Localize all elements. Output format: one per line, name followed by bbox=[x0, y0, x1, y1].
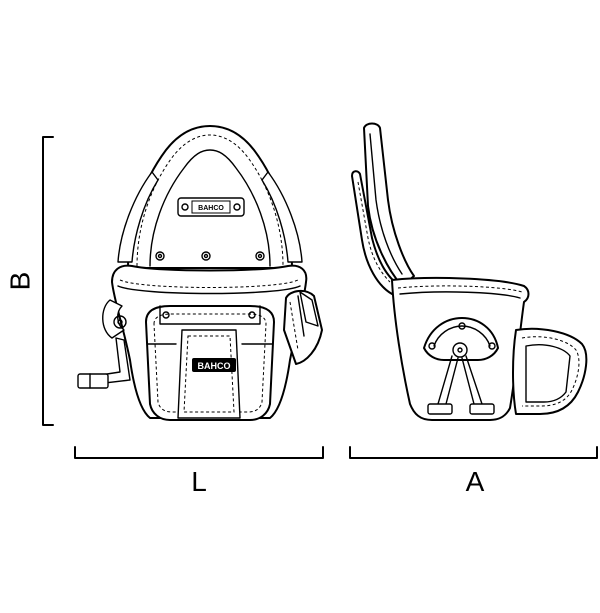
depth-dimension-label: A bbox=[466, 466, 485, 497]
side-view bbox=[351, 122, 588, 421]
pocket-brand-label: BAHCO bbox=[198, 361, 231, 371]
strap-brand-label: BAHCO bbox=[198, 205, 224, 212]
length-dimension-label: L bbox=[191, 466, 207, 497]
length-dimension-bracket bbox=[74, 446, 324, 459]
height-dimension-label: B bbox=[4, 272, 35, 291]
height-dimension-bracket bbox=[42, 136, 54, 426]
pouch-rim-stitch bbox=[119, 279, 299, 288]
depth-dimension-bracket bbox=[349, 446, 598, 459]
back-panel bbox=[127, 125, 293, 269]
side-front-pocket bbox=[512, 327, 588, 415]
back-panel-inner bbox=[149, 149, 271, 267]
side-back-panel bbox=[363, 122, 415, 287]
front-view: BAHCO bbox=[77, 125, 323, 421]
left-wing bbox=[117, 171, 159, 263]
pouch-rim bbox=[117, 285, 301, 295]
back-panel-stitch bbox=[136, 134, 284, 267]
length-dimension: L bbox=[74, 446, 324, 497]
pocket-flap bbox=[177, 329, 241, 419]
side-back-flap bbox=[351, 170, 401, 295]
height-dimension: B bbox=[4, 136, 54, 426]
strap-clip bbox=[77, 373, 109, 389]
rivet-row bbox=[155, 251, 265, 261]
depth-dimension: A bbox=[349, 446, 598, 497]
pocket-brand-badge: BAHCO bbox=[192, 358, 236, 372]
front-pocket-stitch bbox=[153, 313, 267, 413]
left-side-rivet bbox=[113, 315, 127, 329]
side-belt-clip bbox=[423, 317, 499, 415]
right-wing bbox=[261, 171, 303, 263]
belt-clip-plate: BAHCO bbox=[177, 197, 245, 217]
